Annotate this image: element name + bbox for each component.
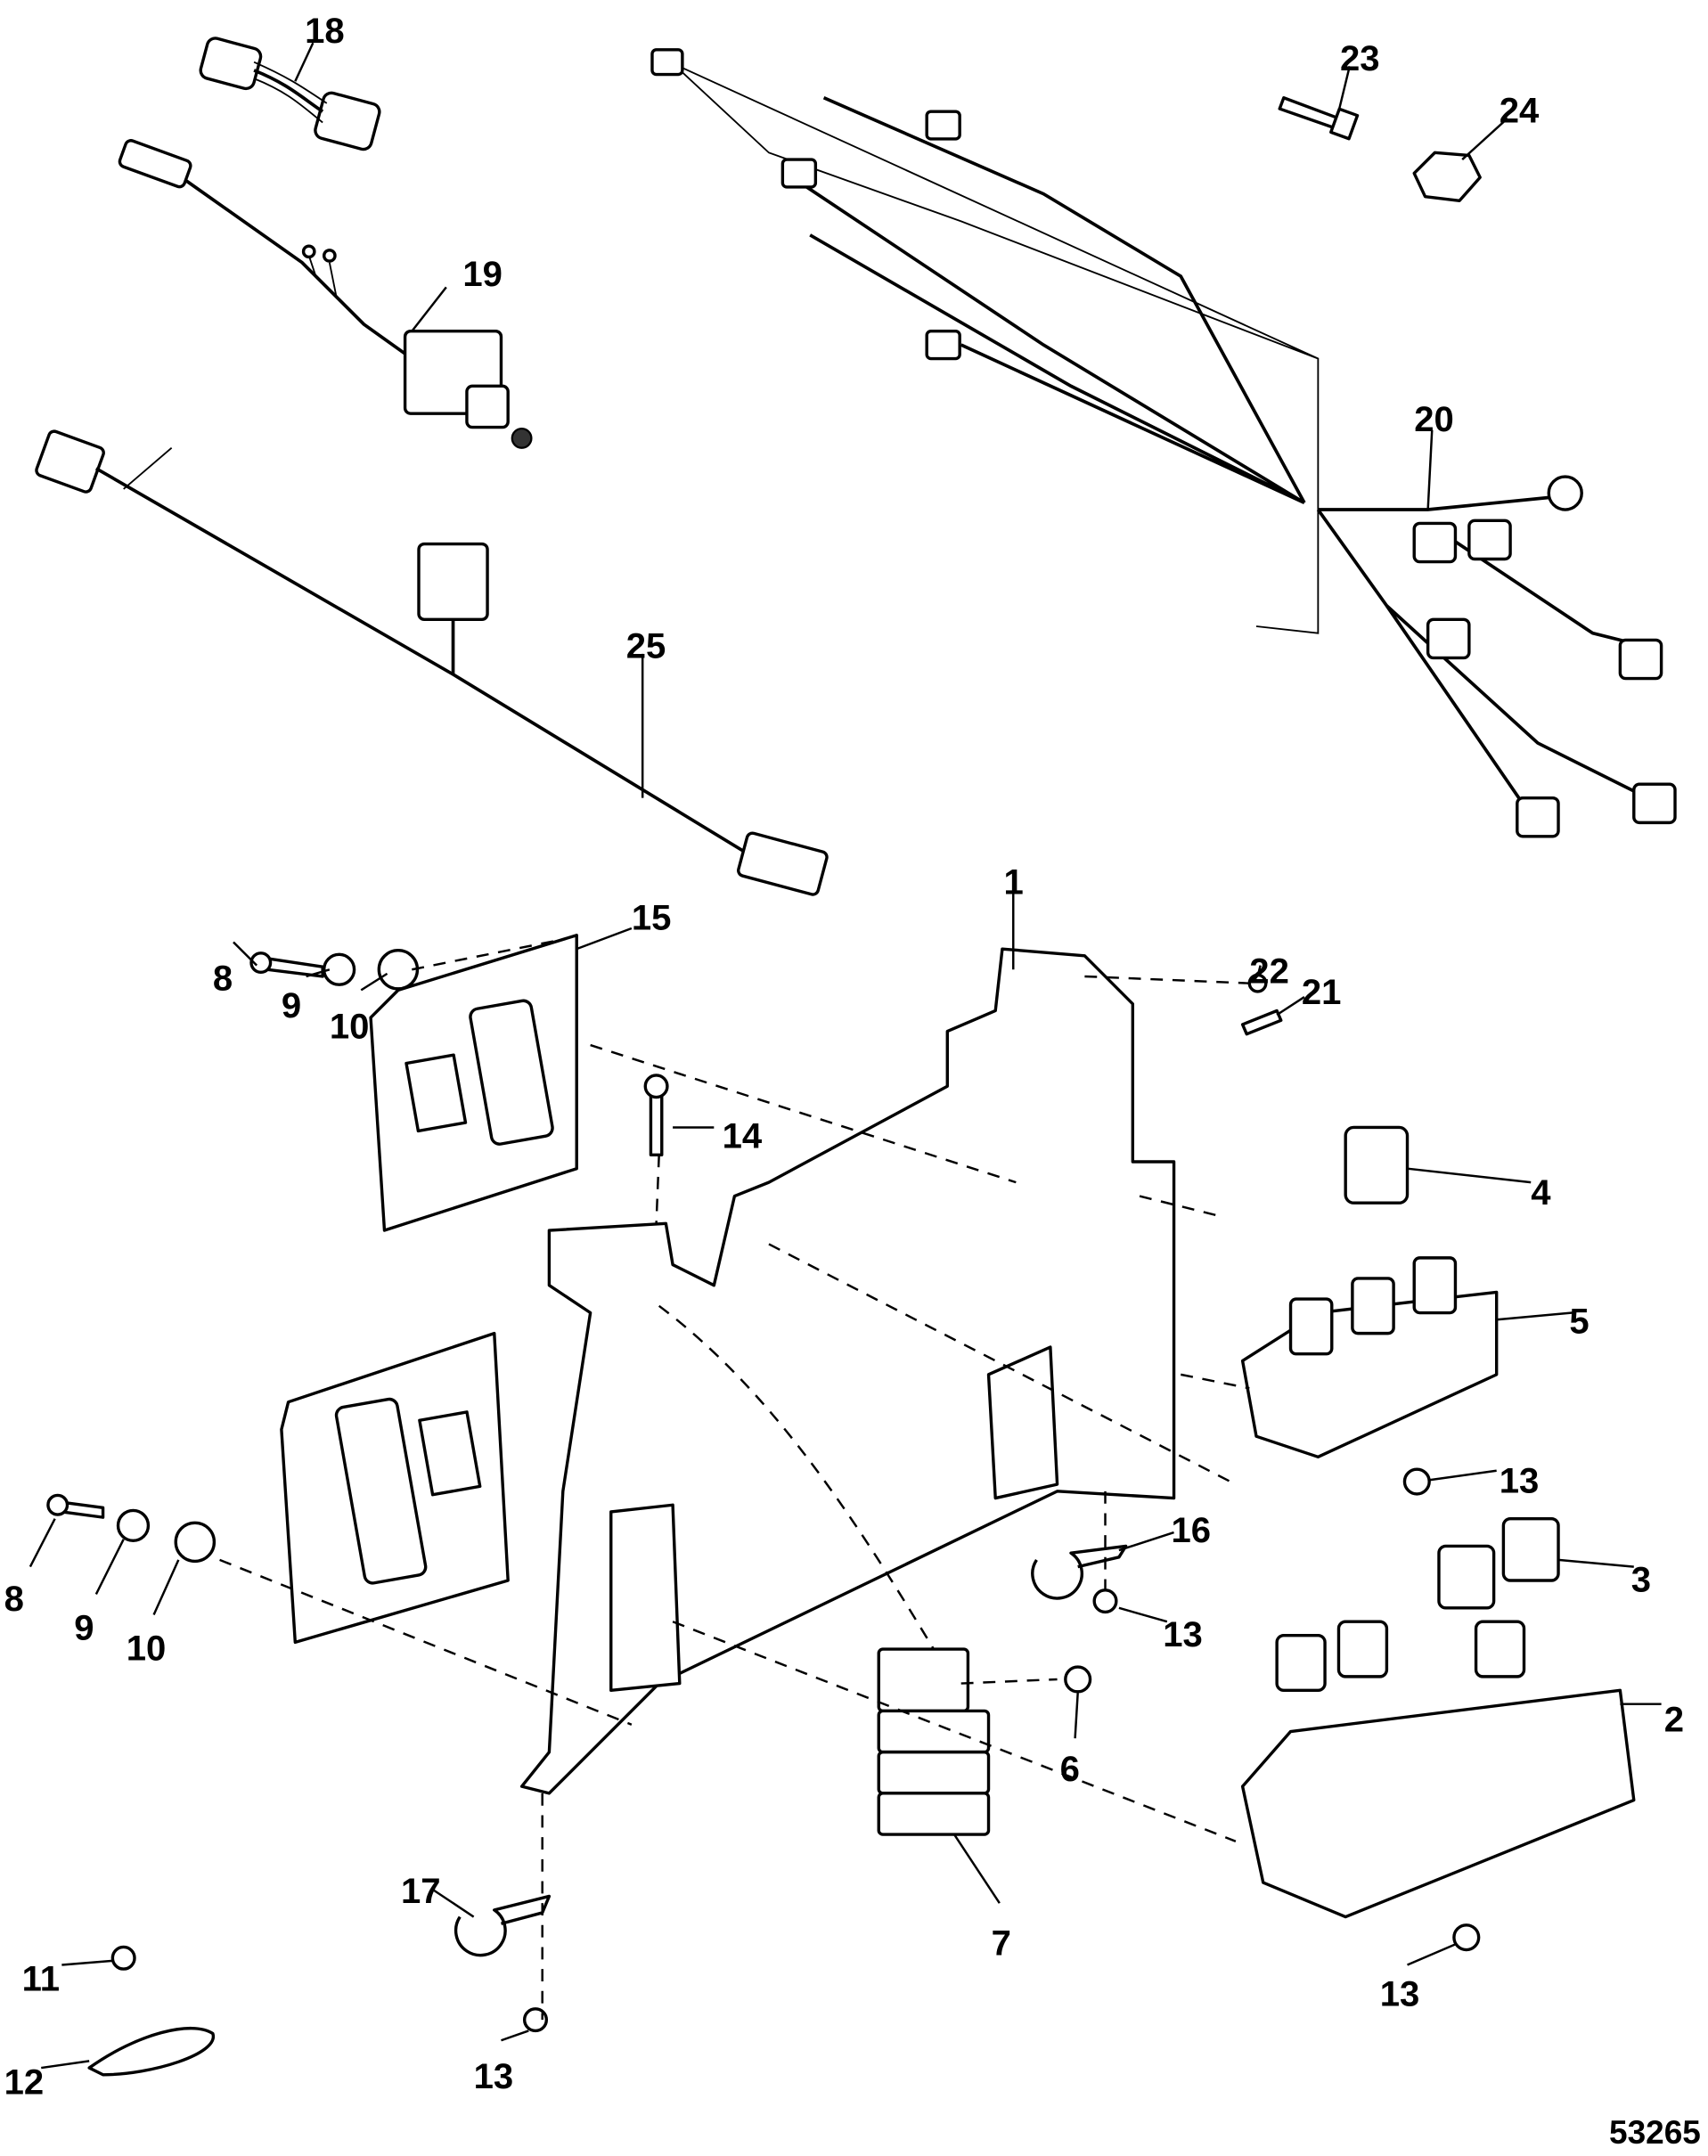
callout-9: 9 <box>282 986 301 1025</box>
relay-module-5 <box>1240 1256 1499 1459</box>
callout-13: 13 <box>474 2057 514 2096</box>
callout-4: 4 <box>1531 1173 1551 1213</box>
callout-13: 13 <box>1380 1975 1420 2014</box>
fasteners <box>46 948 1481 2077</box>
callout-13: 13 <box>1163 1615 1203 1654</box>
callout-10: 10 <box>127 1629 167 1668</box>
ecm-lower <box>280 1331 510 1645</box>
callout-2: 2 <box>1664 1701 1684 1740</box>
nut-24 <box>1412 151 1482 202</box>
callout-21: 21 <box>1302 973 1342 1012</box>
callout-19: 19 <box>462 255 503 294</box>
assembly-lines <box>219 938 1250 2021</box>
callout-20: 20 <box>1414 400 1454 439</box>
callout-17: 17 <box>401 1872 441 1911</box>
callout-15: 15 <box>632 899 672 938</box>
callout-12: 12 <box>4 2062 45 2102</box>
connector-3 <box>1437 1516 1560 1610</box>
callout-6: 6 <box>1060 1750 1080 1789</box>
adapter-harness-18 <box>199 37 381 151</box>
callout-13: 13 <box>1500 1461 1540 1500</box>
callout-18: 18 <box>305 12 345 51</box>
leader-lines <box>29 42 1662 2070</box>
callout-22: 22 <box>1249 952 1289 992</box>
callout-labels: 1819252023241158910222114451316313267891… <box>4 12 1684 2102</box>
callout-10: 10 <box>330 1007 370 1046</box>
callout-9: 9 <box>74 1608 94 1647</box>
callout-1: 1 <box>1003 863 1023 902</box>
callout-11: 11 <box>22 1960 60 1999</box>
callout-16: 16 <box>1171 1511 1211 1550</box>
callout-3: 3 <box>1631 1560 1651 1599</box>
callout-8: 8 <box>213 959 233 998</box>
callout-24: 24 <box>1500 91 1540 130</box>
callout-25: 25 <box>626 626 666 666</box>
relay-harness-19 <box>118 139 533 449</box>
callout-14: 14 <box>723 1117 763 1156</box>
harness-25 <box>35 429 829 896</box>
callout-23: 23 <box>1340 39 1380 78</box>
plate-cutouts <box>609 1345 1059 1692</box>
figure-number: 53265 <box>1609 2114 1701 2151</box>
callout-7: 7 <box>992 1924 1011 1964</box>
ecm-15 <box>369 934 578 1232</box>
mounting-plate-1 <box>519 947 1176 1795</box>
connector-4 <box>1344 1125 1410 1205</box>
fuse-relay-box-2 <box>1240 1620 1636 1919</box>
engine-harness-20 <box>650 48 1677 838</box>
callout-8: 8 <box>4 1580 24 1619</box>
terminal-block-7 <box>877 1647 991 1836</box>
callout-5: 5 <box>1569 1303 1589 1342</box>
bolt-23 <box>1278 96 1360 141</box>
